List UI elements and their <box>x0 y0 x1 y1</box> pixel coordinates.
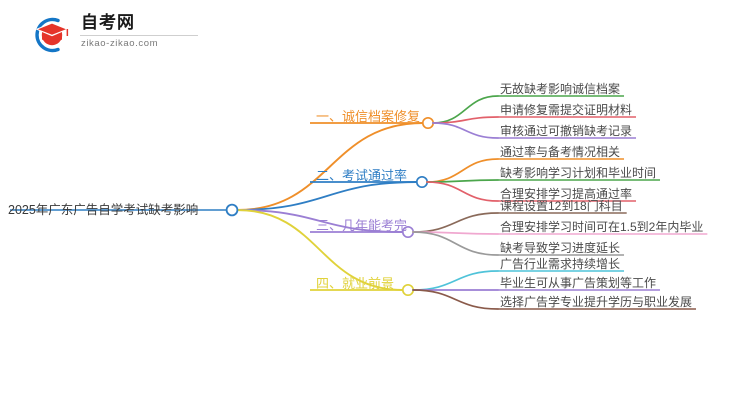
leaf-label-1-1[interactable]: 无故缺考影响诚信档案 <box>500 82 621 96</box>
logo-divider <box>80 35 198 36</box>
branch-label-4[interactable]: 四、就业前景 <box>316 276 395 291</box>
leaf-label-1-3[interactable]: 审核通过可撤销缺考记录 <box>500 124 633 138</box>
branch-label-3[interactable]: 三、几年能考完 <box>316 218 408 233</box>
root-node-label: 2025年广东广告自学考试缺考影响 <box>8 203 199 217</box>
site-logo: 自考网 zikao-zikao.com <box>28 12 208 58</box>
leaf-label-2-1[interactable]: 通过率与备考情况相关 <box>500 145 621 159</box>
leaf-label-2-3[interactable]: 合理安排学习提高通过率 <box>500 187 633 201</box>
leaf-label-3-1[interactable]: 课程设置12到18门科目 <box>500 199 623 213</box>
branch-label-1[interactable]: 一、诚信档案修复 <box>316 109 421 124</box>
leaf-label-3-2[interactable]: 合理安排学习时间可在1.5到2年内毕业 <box>500 220 704 234</box>
leaf-label-4-2[interactable]: 毕业生可从事广告策划等工作 <box>500 276 657 290</box>
leaf-label-3-3[interactable]: 缺考导致学习进度延长 <box>500 241 621 255</box>
leaf-label-4-3[interactable]: 选择广告学专业提升学历与职业发展 <box>500 295 693 309</box>
leaf-label-2-2[interactable]: 缺考影响学习计划和毕业时间 <box>500 166 657 180</box>
branch-label-2[interactable]: 二、考试通过率 <box>316 168 408 183</box>
graduation-cap-logo-icon <box>35 17 69 53</box>
logo-subtitle: zikao-zikao.com <box>81 38 159 49</box>
leaf-label-4-1[interactable]: 广告行业需求持续增长 <box>500 257 621 271</box>
logo-title: 自考网 <box>81 13 135 32</box>
leaf-label-1-2[interactable]: 申请修复需提交证明材料 <box>500 103 633 117</box>
